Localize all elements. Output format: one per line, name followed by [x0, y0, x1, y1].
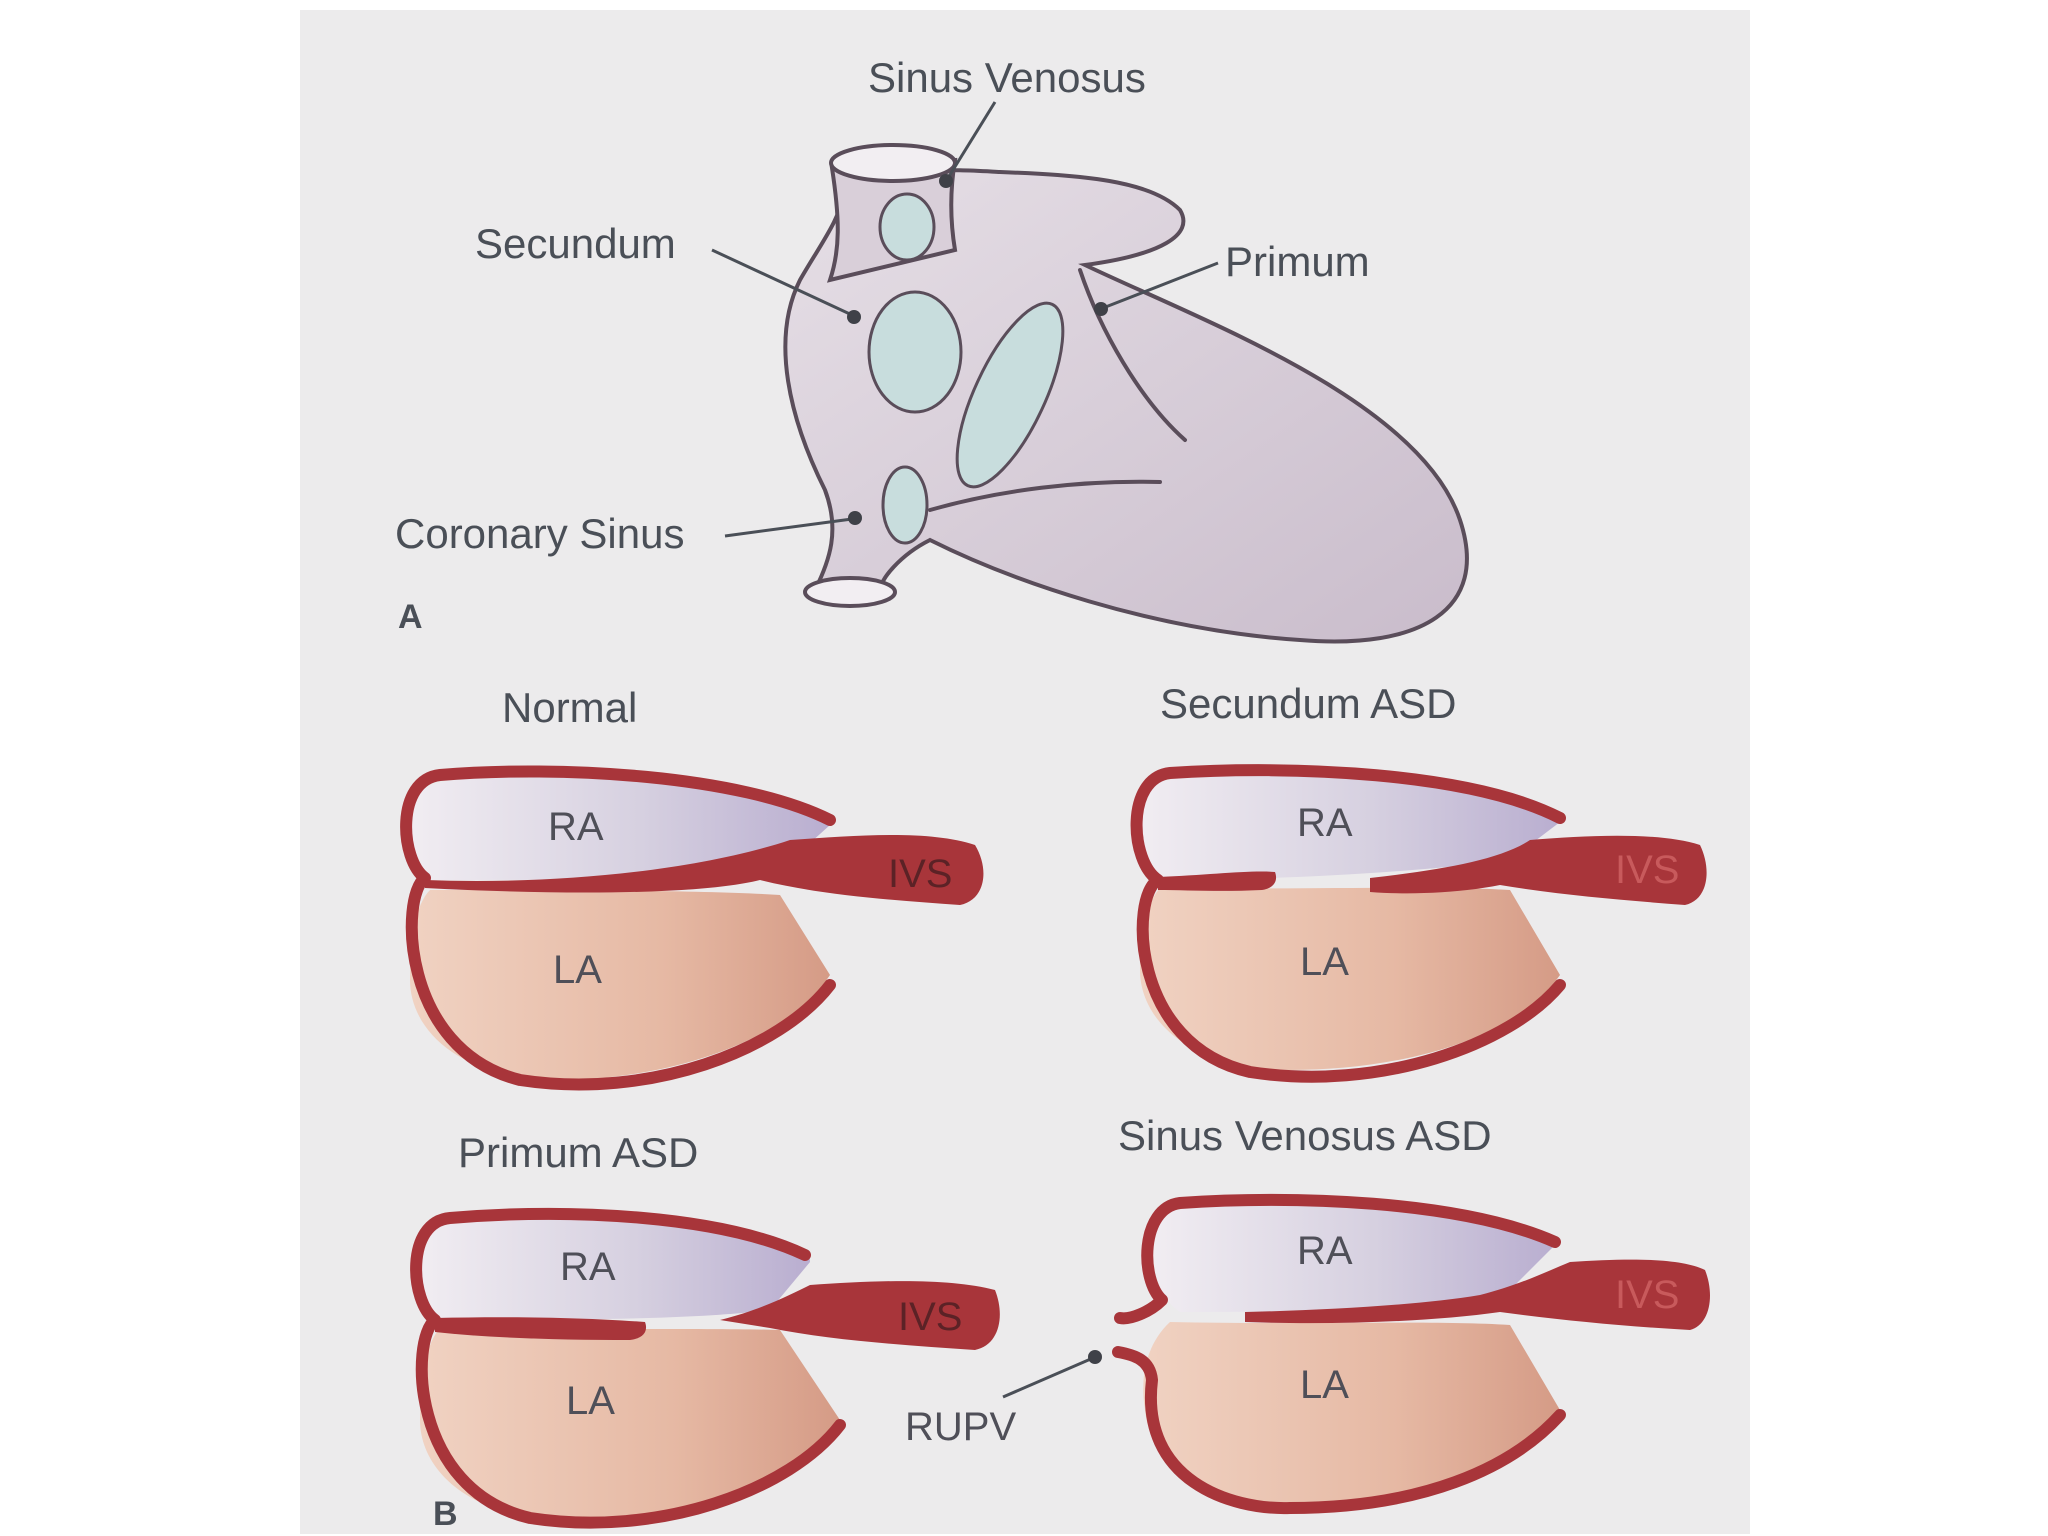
la-chamber — [410, 890, 830, 1080]
label-primum: Primum — [1225, 238, 1370, 285]
septum-left-segment — [1158, 871, 1277, 891]
title-secundum-asd: Secundum ASD — [1160, 680, 1457, 727]
heart-body — [783, 168, 1469, 644]
title-sinus-venosus-asd: Sinus Venosus ASD — [1118, 1112, 1492, 1159]
leader-rupv — [1002, 1356, 1094, 1399]
atrial-outer-wall-upper — [1114, 1193, 1561, 1325]
leader-secundum — [711, 248, 853, 317]
septum-ivs — [1245, 1259, 1710, 1330]
coronary-sinus-defect — [881, 465, 929, 545]
label-secundum: Secundum — [475, 220, 676, 267]
atrial-outer-wall-lower — [1112, 1346, 1566, 1515]
label-ivs: IVS — [898, 1295, 962, 1339]
leader-primum — [1102, 261, 1219, 310]
la-chamber — [1140, 887, 1560, 1070]
atrial-groove-line — [1078, 268, 1187, 442]
label-la: LA — [1300, 1363, 1349, 1407]
atrial-outer-wall — [400, 765, 836, 1091]
diagram-normal: Normal RA LA IVS — [400, 684, 984, 1091]
label-ra: RA — [548, 805, 604, 849]
diagram-secundum-asd: Secundum ASD RA LA IVS — [1130, 680, 1707, 1083]
title-primum-asd: Primum ASD — [458, 1129, 698, 1176]
primum-defect — [955, 301, 1065, 489]
septum-ivs — [720, 1281, 1000, 1350]
pointer-dot-rupv — [1088, 1350, 1102, 1364]
ra-chamber — [1139, 772, 1560, 880]
septum-ivs — [1370, 835, 1707, 905]
label-sinus-venosus: Sinus Venosus — [868, 54, 1146, 101]
svc-opening — [829, 143, 957, 183]
label-la: LA — [566, 1379, 615, 1423]
label-rupv: RUPV — [905, 1405, 1016, 1449]
label-ra: RA — [560, 1245, 616, 1289]
label-la: LA — [1300, 940, 1349, 984]
panel-a-letter: A — [398, 598, 423, 636]
leader-coronary-sinus — [724, 517, 853, 538]
panel-b-letter: B — [433, 1495, 458, 1533]
pointer-dot-primum — [1094, 302, 1108, 316]
pointer-dot-secundum — [847, 310, 861, 324]
septum-left-segment — [435, 1317, 647, 1340]
title-normal: Normal — [502, 684, 637, 731]
pointer-dot-sinus-venosus — [939, 174, 953, 188]
septum-ivs — [425, 835, 984, 905]
panel-a-heart: Sinus Venosus Secundum Primum Coronary S… — [395, 54, 1469, 644]
label-coronary-sinus: Coronary Sinus — [395, 510, 684, 557]
sinus-venosus-defect — [878, 192, 936, 262]
ventricle-line — [928, 479, 1162, 512]
label-ivs: IVS — [888, 852, 952, 896]
label-ivs: IVS — [1615, 1273, 1679, 1317]
atrial-outer-wall — [410, 1207, 846, 1529]
label-ra: RA — [1297, 1229, 1353, 1273]
la-chamber — [1143, 1322, 1560, 1505]
label-ivs: IVS — [1615, 848, 1679, 892]
diagram-primum-asd: Primum ASD RA LA IVS B — [410, 1129, 1000, 1533]
atrial-outer-wall — [1130, 764, 1566, 1083]
ra-chamber — [419, 1217, 810, 1320]
label-ra: RA — [1297, 801, 1353, 845]
ivc-opening — [803, 576, 897, 608]
ra-chamber — [1153, 1201, 1555, 1312]
pointer-dot-coronary-sinus — [848, 511, 862, 525]
secundum-defect — [867, 290, 963, 414]
ra-chamber — [409, 773, 830, 880]
label-la: LA — [553, 948, 602, 992]
la-chamber — [420, 1328, 840, 1520]
diagram-sinus-venosus-asd: Sinus Venosus ASD RA LA IVS RUPV — [905, 1112, 1710, 1515]
leader-sinus-venosus — [946, 101, 997, 179]
